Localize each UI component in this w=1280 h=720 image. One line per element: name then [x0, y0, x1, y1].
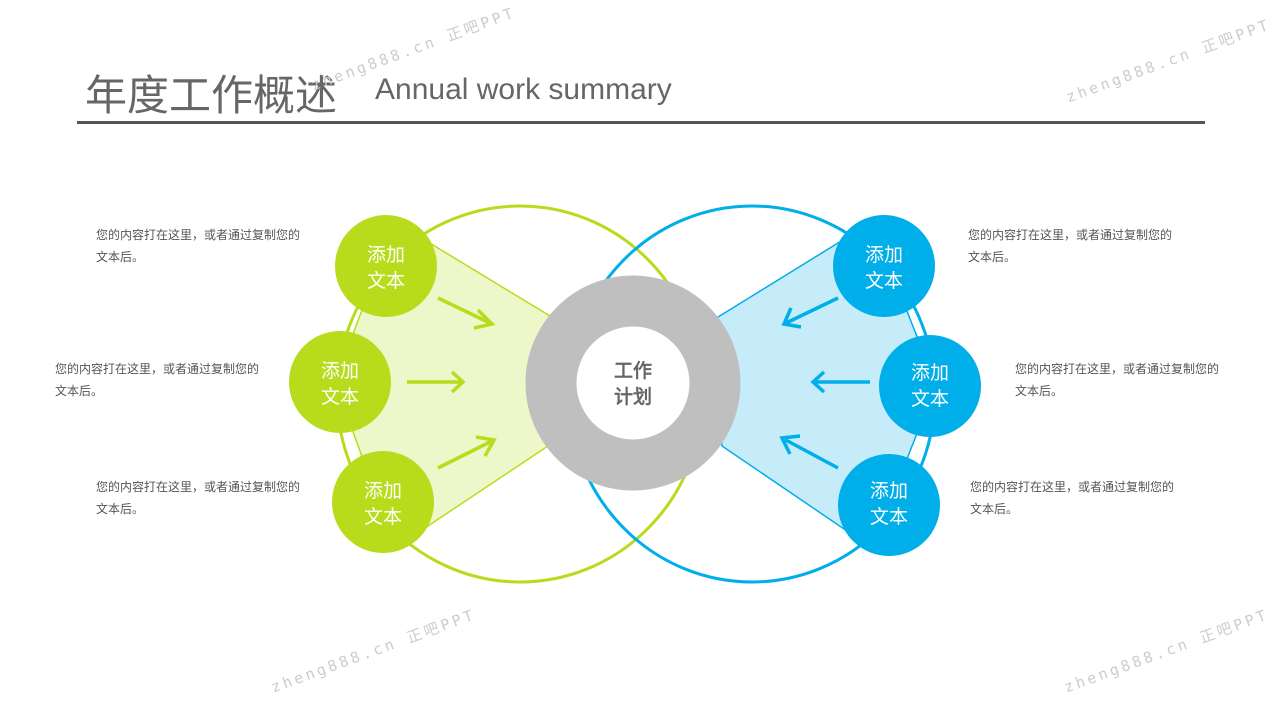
blue-arrows — [779, 296, 870, 470]
page-subtitle: Annual work summary — [375, 73, 672, 106]
node-label[interactable]: 添加 — [911, 362, 949, 384]
node-label[interactable]: 添加 — [865, 244, 903, 266]
node-label[interactable]: 文本 — [911, 388, 949, 410]
node-circle — [289, 331, 391, 433]
center-label: 计划 — [614, 385, 652, 408]
title-divider — [77, 121, 1205, 124]
node-circle — [833, 215, 935, 317]
node-label[interactable]: 添加 — [870, 480, 908, 502]
node-circle — [838, 454, 940, 556]
node-circle — [879, 335, 981, 437]
node-circle — [332, 451, 434, 553]
arrow-icon — [779, 434, 839, 470]
node-label[interactable]: 文本 — [321, 386, 359, 408]
center-ring — [525, 275, 741, 491]
description-text: 您的内容打在这里，或者通过复制您的文本后。 — [96, 228, 301, 264]
description-text: 您的内容打在这里，或者通过复制您的文本后。 — [55, 362, 260, 398]
arrow-icon — [437, 435, 497, 470]
node-label[interactable]: 添加 — [321, 360, 359, 382]
description-text: 您的内容打在这里，或者通过复制您的文本后。 — [1015, 362, 1220, 398]
arrow-icon — [437, 296, 496, 330]
node-label[interactable]: 文本 — [865, 270, 903, 292]
description-text: 您的内容打在这里，或者通过复制您的文本后。 — [968, 228, 1173, 264]
node-label[interactable]: 文本 — [870, 506, 908, 528]
node-label[interactable]: 文本 — [367, 270, 405, 292]
arrow-icon — [781, 296, 839, 329]
node-label[interactable]: 添加 — [367, 244, 405, 266]
node-label[interactable]: 文本 — [364, 506, 402, 528]
center-hole — [577, 327, 689, 439]
green-arrows — [407, 296, 497, 470]
node-label[interactable]: 添加 — [364, 480, 402, 502]
node-circle — [335, 215, 437, 317]
page-title: 年度工作概述 — [85, 71, 338, 120]
center-label: 工作 — [614, 359, 652, 382]
arrow-icon — [407, 370, 466, 394]
description-text: 您的内容打在这里，或者通过复制您的文本后。 — [970, 480, 1175, 516]
description-text: 您的内容打在这里，或者通过复制您的文本后。 — [96, 480, 301, 516]
arrow-icon — [810, 370, 870, 394]
